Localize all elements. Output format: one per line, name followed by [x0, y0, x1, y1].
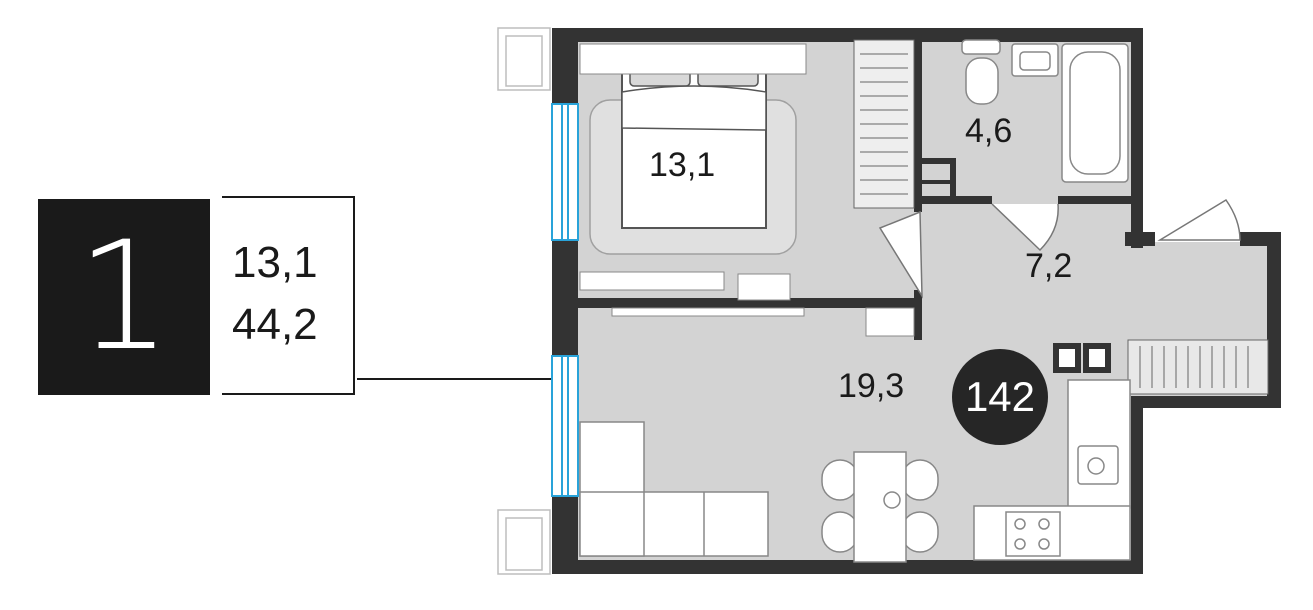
area-summary: 13,1 44,2 — [222, 196, 355, 395]
bed — [589, 47, 797, 255]
dining-table — [821, 451, 939, 563]
balcony-rail-top — [497, 27, 551, 91]
window-living — [551, 355, 579, 497]
callout-line — [357, 378, 639, 380]
hallway-area-label: 7,2 — [1025, 247, 1073, 285]
room-count: 1 — [76, 210, 172, 384]
kitchen-counter — [973, 379, 1131, 561]
inner-walls — [578, 36, 1134, 340]
balcony-rail-bottom — [497, 509, 551, 575]
living-area-label: 19,3 — [838, 367, 905, 405]
radiator — [1127, 339, 1269, 395]
room-count-badge: 1 — [38, 199, 210, 395]
bedroom-area-label: 13,1 — [649, 146, 716, 184]
window-bedroom — [551, 103, 579, 241]
doors — [878, 198, 1241, 299]
sink — [1011, 43, 1059, 77]
bathroom-area-label: 4,6 — [965, 112, 1013, 150]
closet-rack — [853, 39, 915, 209]
bathtub — [1061, 43, 1129, 183]
wardrobe-top — [579, 43, 807, 75]
desk — [579, 271, 915, 337]
toilet — [961, 39, 1001, 105]
unit-number: 142 — [964, 373, 1036, 420]
total-area-value: 44,2 — [232, 300, 318, 349]
utility-box — [1053, 343, 1111, 373]
living-area-value: 13,1 — [232, 238, 318, 287]
sofa — [579, 421, 769, 557]
unit-number-badge: 142 — [952, 349, 1048, 445]
